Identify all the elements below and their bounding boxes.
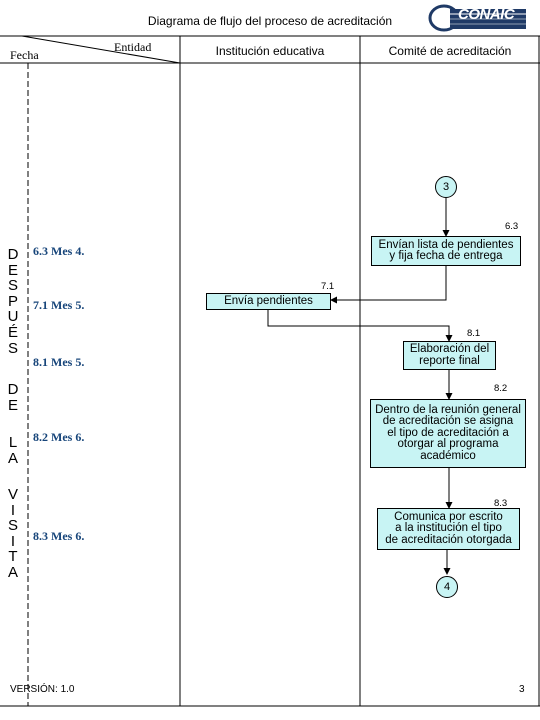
date-label: 8.1 Mes 5. [33, 355, 85, 369]
date-label: 6.3 Mes 4. [33, 244, 85, 258]
process-box-8-3: Comunica por escrito a la institución el… [377, 508, 520, 550]
date-label: 8.2 Mes 6. [33, 430, 85, 444]
step-number: 8.2 [494, 383, 508, 394]
process-text: Envía pendientes [224, 294, 313, 307]
header-fecha: Fecha [10, 48, 39, 62]
process-text: Envían lista de pendientes [378, 238, 514, 251]
process-text: Comunica por escrito [394, 510, 503, 523]
date-label: 7.1 Mes 5. [33, 298, 85, 312]
process-text: reporte final [419, 354, 480, 367]
process-text: Dentro de la reunión general [375, 403, 521, 416]
side-letter: I [10, 532, 16, 550]
side-letter: S [7, 277, 18, 295]
side-letter: V [7, 486, 18, 503]
side-letter: T [8, 548, 18, 566]
header-entidad: Entidad [114, 40, 152, 54]
side-letter: E [7, 396, 18, 414]
logo-text: CONAIC [458, 6, 515, 23]
side-letter: A [7, 563, 18, 581]
process-box-8-1: Elaboración del reporte final [403, 341, 496, 370]
process-text: el tipo de acreditación a [387, 426, 509, 439]
side-letter: D [7, 246, 19, 263]
footer-version: VERSIÓN: 1.0 [10, 684, 75, 695]
column-header-institucion: Institución educativa [215, 44, 325, 58]
step-number: 8.1 [467, 328, 481, 339]
process-text: Elaboración del [409, 343, 490, 355]
side-label-visita: V I S I T A [6, 487, 20, 581]
header-diagonal [21, 35, 181, 64]
process-text: a la institución el tipo [395, 522, 502, 535]
logo-conaic-icon [428, 4, 526, 32]
footer-page-number: 3 [519, 684, 525, 695]
step-number: 8.3 [494, 498, 508, 509]
side-letter: L [8, 434, 18, 451]
arrow-6-3-to-7-1 [330, 266, 447, 304]
side-letter: S [7, 339, 18, 357]
side-label-de: D E [6, 382, 20, 413]
side-letter: P [7, 292, 18, 310]
side-letter: U [7, 308, 19, 326]
side-letter: E [7, 261, 18, 279]
date-label: 8.3 Mes 6. [33, 529, 85, 543]
process-text: de acreditación se asigna [382, 415, 514, 428]
process-text: académico [420, 449, 476, 462]
side-label-despues: D E S P U É S [6, 247, 20, 356]
side-letter: A [7, 449, 18, 467]
side-letter: I [10, 501, 16, 519]
process-text: otorgar al programa [397, 438, 499, 451]
process-text: y fija fecha de entrega [389, 250, 503, 262]
process-box-7-1: Envía pendientes [206, 293, 331, 310]
side-letter: É [7, 323, 18, 341]
step-number: 7.1 [321, 281, 335, 292]
page-title: Diagrama de flujo del proceso de acredit… [147, 14, 393, 28]
process-text: de acreditación otorgada [385, 533, 512, 546]
process-box-8-2: Dentro de la reunión general de acredita… [370, 399, 526, 468]
process-box-6-3: Envían lista de pendientes y fija fecha … [371, 236, 521, 266]
side-label-la: L A [6, 435, 20, 466]
connector-start: 3 [435, 176, 457, 198]
step-number: 6.3 [505, 221, 519, 232]
side-letter: D [7, 381, 19, 398]
column-header-comite: Comité de acreditación [388, 44, 512, 58]
side-letter: S [7, 517, 18, 535]
arrow-7-1-to-8-1 [267, 310, 453, 342]
connector-end: 4 [436, 576, 458, 598]
